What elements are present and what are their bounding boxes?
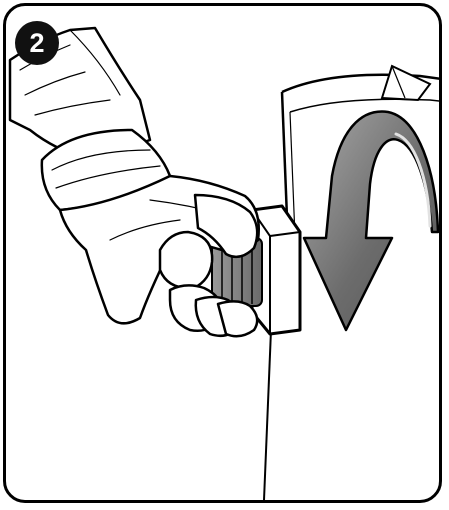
step-number-badge: 2 bbox=[15, 21, 59, 65]
rotate-counterclockwise-arrow-icon bbox=[304, 112, 438, 330]
stand-pole bbox=[264, 330, 271, 500]
